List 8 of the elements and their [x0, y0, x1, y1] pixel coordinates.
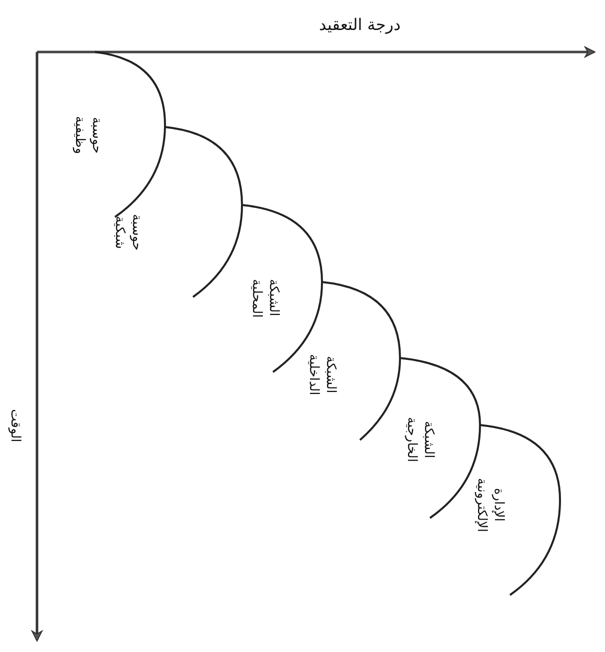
stage-label: الشبكة الخارجية — [403, 416, 437, 465]
stage-label: الشبكة المحلية — [248, 278, 282, 320]
stage-label: حوسبة وظيفية — [71, 114, 105, 156]
stage-label: الشبكة الداخلية — [305, 353, 339, 398]
axis-title: درجة التعقيد — [319, 16, 401, 32]
stage-label: الإدارة الإلكترونية — [473, 476, 507, 534]
stage-label: حوسبة شبكية — [111, 212, 145, 252]
axis-title: الوقت — [6, 408, 24, 442]
